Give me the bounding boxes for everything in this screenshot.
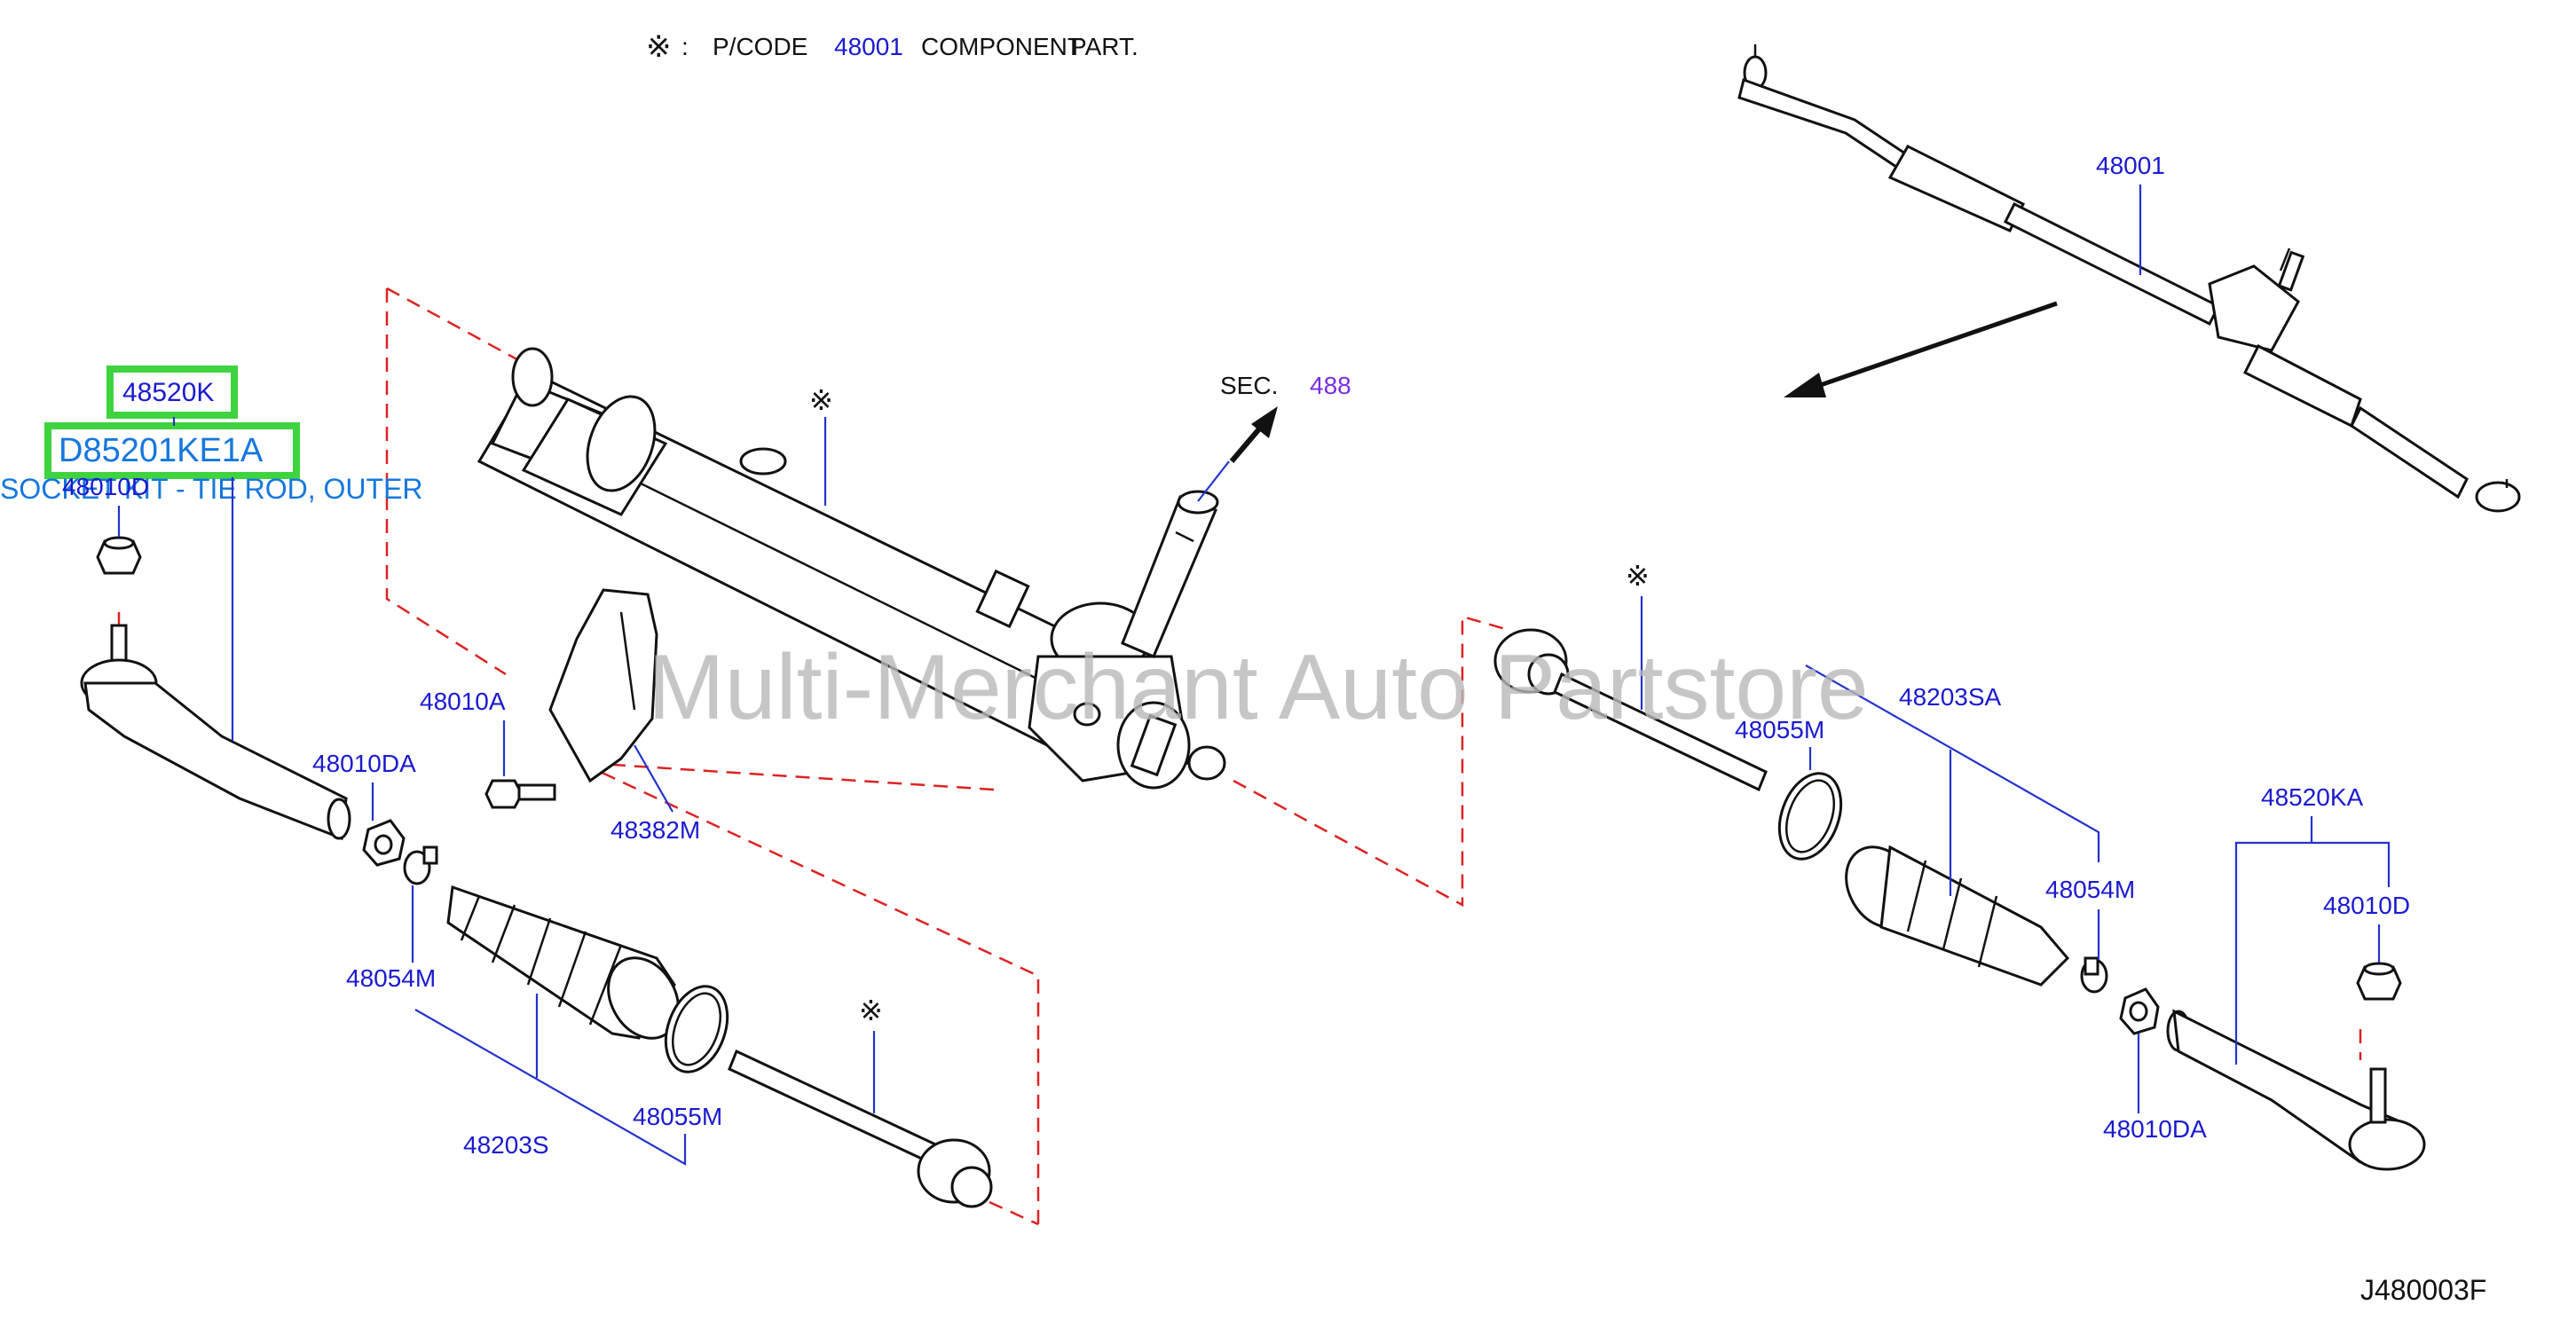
boot-48203SA-right[interactable] [1832, 834, 2070, 987]
inner-tie-rod-left[interactable] [728, 1049, 993, 1208]
header-note: ※ : P/CODE 48001 COMPONENT PART. [646, 30, 1138, 64]
label-48054M-right[interactable]: 48054M [2045, 876, 2135, 903]
label-48010DA-right[interactable]: 48010DA [2103, 1115, 2207, 1143]
label-48010D-left[interactable]: 48010D [62, 473, 149, 500]
label-48010DA-left[interactable]: 48010DA [312, 750, 416, 777]
label-48010D-right[interactable]: 48010D [2323, 892, 2410, 919]
component-mark-left-rod: ※ [859, 995, 883, 1026]
watermark-text: Multi-Merchant Auto Partstore [648, 636, 1869, 739]
clamp-48054M-right[interactable] [2080, 956, 2108, 994]
sec-prefix: SEC. [1220, 372, 1278, 399]
pcode-label: P/CODE [713, 33, 807, 60]
part-text: PART. [1070, 33, 1138, 60]
direction-arrow-icon [1784, 301, 2058, 397]
part-description: SOCKET KIT - TIE ROD, OUTER [0, 473, 423, 505]
clamp-ring-48055M-left[interactable] [655, 978, 738, 1081]
nut-48010DA-right[interactable] [2119, 987, 2160, 1035]
clamp-48054M-left[interactable] [403, 845, 438, 885]
boot-48203S-left[interactable] [446, 885, 692, 1051]
label-48055M-left[interactable]: 48055M [633, 1103, 722, 1130]
clamp-ring-48055M-right[interactable] [1769, 765, 1852, 868]
explosion-lines [117, 287, 2362, 1226]
sec-arrow-icon [1229, 424, 1264, 463]
section-reference[interactable]: SEC. 488 [1197, 372, 1351, 502]
steering-gear-assembly-overview[interactable] [1737, 44, 2521, 513]
component-mark-center: ※ [809, 384, 833, 416]
header-colon: : [681, 33, 689, 60]
diagram-code: J480003F [2360, 1274, 2486, 1306]
inner-tie-rod-right[interactable] [1493, 628, 1768, 792]
highlighted-part-number[interactable]: 48520K [122, 378, 214, 407]
label-48010A[interactable]: 48010A [420, 688, 506, 715]
highlighted-part-callout[interactable]: 48520K D85201KE1A [44, 366, 300, 479]
label-48055M-right[interactable]: 48055M [1735, 716, 1824, 743]
sec-number[interactable]: 488 [1310, 372, 1351, 399]
label-48203SA-right[interactable]: 48203SA [1899, 683, 2002, 711]
catalog-code[interactable]: D85201KE1A [59, 432, 264, 469]
label-48382M[interactable]: 48382M [611, 816, 700, 844]
component-text: COMPONENT [921, 33, 1083, 60]
label-48203S-left[interactable]: 48203S [463, 1131, 549, 1159]
bolt-48010A[interactable] [484, 779, 556, 809]
component-mark-right-rod: ※ [1626, 560, 1650, 592]
label-48001-overview[interactable]: 48001 [2096, 152, 2165, 179]
pcode-value[interactable]: 48001 [834, 33, 903, 60]
insulator-48382M[interactable] [548, 588, 658, 783]
label-48054M-left[interactable]: 48054M [346, 964, 436, 992]
component-mark-symbol: ※ [646, 30, 672, 64]
outer-tie-rod-right[interactable] [2166, 962, 2426, 1171]
steering-gear-assembly[interactable] [477, 347, 1226, 790]
nut-48010DA-left[interactable] [362, 819, 406, 867]
label-48520KA-right[interactable]: 48520KA [2261, 783, 2364, 811]
outer-tie-rod-left[interactable] [80, 536, 351, 841]
